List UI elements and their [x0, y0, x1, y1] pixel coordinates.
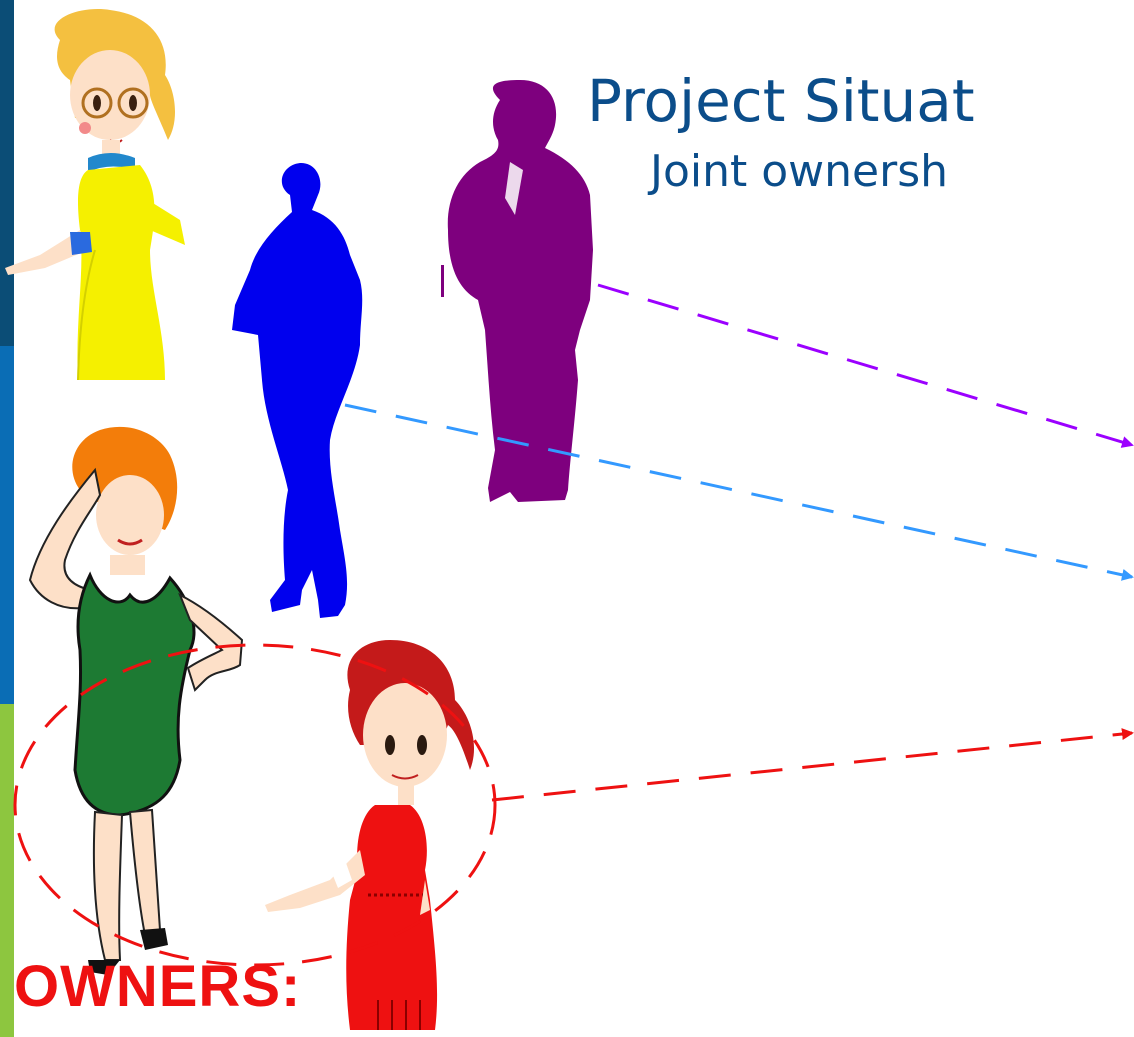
- accent-band-top: [0, 0, 14, 346]
- accent-band-middle: [0, 346, 14, 704]
- arrow-purple: [597, 283, 1134, 448]
- woman-blue-silhouette-figure: [232, 162, 363, 618]
- arrow-red: [491, 728, 1134, 802]
- arrow-blue: [344, 403, 1134, 581]
- slide-title: Project Situat: [587, 67, 975, 135]
- woman-green-dress-figure: [28, 426, 244, 975]
- accent-band-bottom: [0, 704, 14, 1037]
- tie-detail: [505, 162, 523, 215]
- briefcase-detail: [441, 265, 444, 297]
- woman-red-dress-figure: [265, 640, 475, 1030]
- slide-subtitle: Joint ownersh: [650, 146, 949, 197]
- woman-yellow-dress-figure: [5, 9, 185, 381]
- owners-group-ellipse: [13, 643, 497, 967]
- man-purple-silhouette-figure: [447, 80, 593, 502]
- owners-label: OWNERS:: [14, 954, 302, 1019]
